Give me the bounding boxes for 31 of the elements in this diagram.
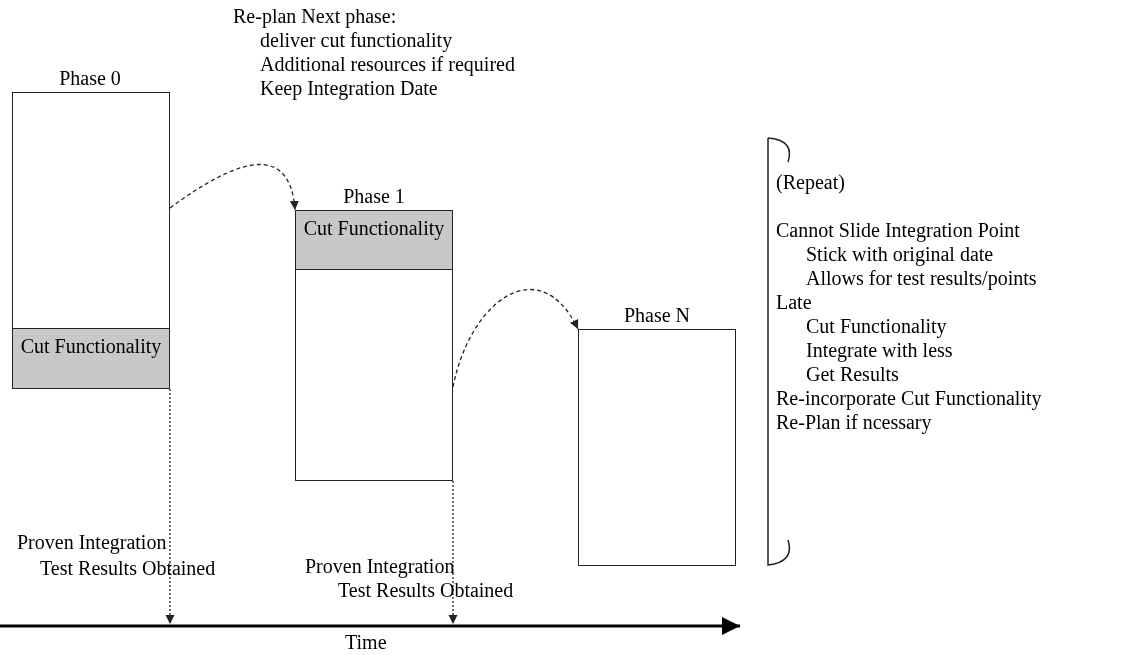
note-text: Re-Plan if ncessary <box>776 410 932 434</box>
note-text: Cannot Slide Integration Point <box>776 218 1020 242</box>
note-text: Additional resources if required <box>260 52 515 76</box>
dashed-arrow <box>169 164 299 211</box>
milestone-label: Proven Integration <box>17 530 167 554</box>
cut-section: Cut Functionality <box>296 211 452 270</box>
phase-heading: Phase N <box>622 303 692 327</box>
milestone-label: Test Results Obtained <box>338 578 514 602</box>
milestone-label: Proven Integration <box>305 554 455 578</box>
note-text: Re-incorporate Cut Functionality <box>776 386 1042 410</box>
note-text: Allows for test results/points <box>806 266 1037 290</box>
phase-box <box>295 210 453 481</box>
milestone-label: Test Results Obtained <box>40 556 216 580</box>
note-text: Integrate with less <box>806 338 953 362</box>
phase-heading: Phase 1 <box>342 184 406 208</box>
note-text: Late <box>776 290 812 314</box>
dotted-arrow <box>165 388 175 625</box>
axis-label: Time <box>345 630 387 654</box>
dotted-arrow <box>448 480 458 625</box>
note-text: Stick with original date <box>806 242 994 266</box>
phase-heading: Phase 0 <box>58 66 122 90</box>
note-text: Re-plan Next phase: <box>233 4 397 28</box>
note-text: Get Results <box>806 362 899 386</box>
cut-section: Cut Functionality <box>13 328 169 388</box>
phase-box <box>12 92 170 389</box>
phase-box <box>578 329 736 566</box>
note-text: deliver cut functionality <box>260 28 453 52</box>
note-text: (Repeat) <box>776 170 845 194</box>
note-text: Keep Integration Date <box>260 76 438 100</box>
dashed-arrow <box>452 288 579 388</box>
note-text: Cut Functionality <box>806 314 947 338</box>
